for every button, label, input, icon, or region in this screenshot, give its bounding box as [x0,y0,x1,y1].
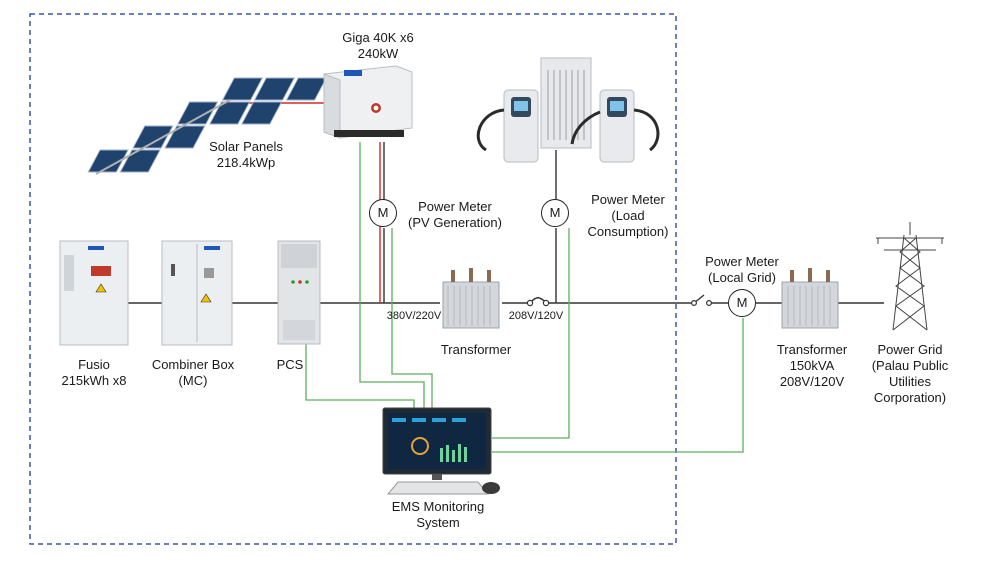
comm-inverter-ems [359,142,425,410]
transformer-grid-rating: 150kVA [789,358,835,373]
load-meter-label: Power Meter (Load Consumption) [582,192,674,240]
switch-node-right [542,299,550,307]
combiner-detail: (MC) [178,373,208,388]
grid-meter-detail: (Local Grid) [708,270,776,285]
ems-name: EMS Monitoring [391,499,485,514]
pcs-icon [277,240,321,345]
breaker-node-right [705,300,712,307]
pv-meter-symbol: M [369,199,397,227]
fusio-battery-icon [59,240,129,346]
comm-loadmeter-ems [492,228,570,439]
solar-rating: 218.4kWp [216,155,276,170]
ev-chargers-icon [476,57,660,163]
pv-meter-detail: (PV Generation) [408,215,502,230]
inverter-name: Giga 40K x6 [342,30,414,45]
pv-meter-label: Power Meter (PV Generation) [400,199,510,231]
power-tower-icon [876,222,944,331]
grid-meter-name: Power Meter [705,254,779,269]
fusio-name: Fusio [78,357,110,372]
comm-lines [305,142,744,453]
inverter-icon [323,65,413,139]
grid-meter-symbol: M [728,289,756,317]
solar-name: Solar Panels [209,139,283,154]
ems-label: EMS Monitoring System [380,499,496,531]
grid-detail-1: (Palau Public [871,358,949,373]
combiner-name: Combiner Box [151,357,235,372]
transformer-main-name: Transformer [440,342,512,357]
ems-detail: System [416,515,460,530]
pv-meter-name: Power Meter [418,199,492,214]
grid-detail-3: Corporation) [873,390,947,405]
inverter-rating: 240kW [357,46,399,61]
transformer-grid-name: Transformer [776,342,848,357]
load-meter-detail-1: (Load [611,208,645,223]
transformer-grid-label: Transformer 150kVA 208V/120V [764,342,860,390]
grid-detail-2: Utilities [889,374,931,389]
fusio-rating: 215kWh x8 [61,373,127,388]
switch-node-left [526,299,534,307]
solar-label: Solar Panels 218.4kWp [196,139,296,171]
primary-voltage-label: 380V/220V [386,310,442,322]
grid-meter-label: Power Meter (Local Grid) [696,254,788,286]
pcs-label: PCS [270,357,310,373]
breaker-node-left [690,300,697,307]
load-meter-symbol: M [541,199,569,227]
grid-name: Power Grid [877,342,943,357]
transformer-main-label: Transformer [428,342,524,358]
pcs-name: PCS [276,357,304,372]
transformer-grid-voltage: 208V/120V [779,374,845,389]
inverter-label: Giga 40K x6 240kW [330,30,426,62]
combiner-label: Combiner Box (MC) [145,357,241,389]
load-meter-detail-2: Consumption) [587,224,669,239]
fusio-label: Fusio 215kWh x8 [46,357,142,389]
transformer-main-icon [442,268,500,329]
project-boundary [29,13,677,545]
comm-pvmeter-ems [391,228,433,410]
transformer-grid-icon [781,268,839,329]
solar-panels-icon [87,77,328,175]
grid-label: Power Grid (Palau Public Utilities Corpo… [858,342,962,406]
load-meter-name: Power Meter [591,192,665,207]
comm-gridmeter-ems [492,318,744,453]
comm-pcs-ems [305,344,415,410]
combiner-box-icon [161,240,233,346]
ems-monitor-icon [382,407,500,495]
secondary-voltage-label: 208V/120V [508,310,564,322]
